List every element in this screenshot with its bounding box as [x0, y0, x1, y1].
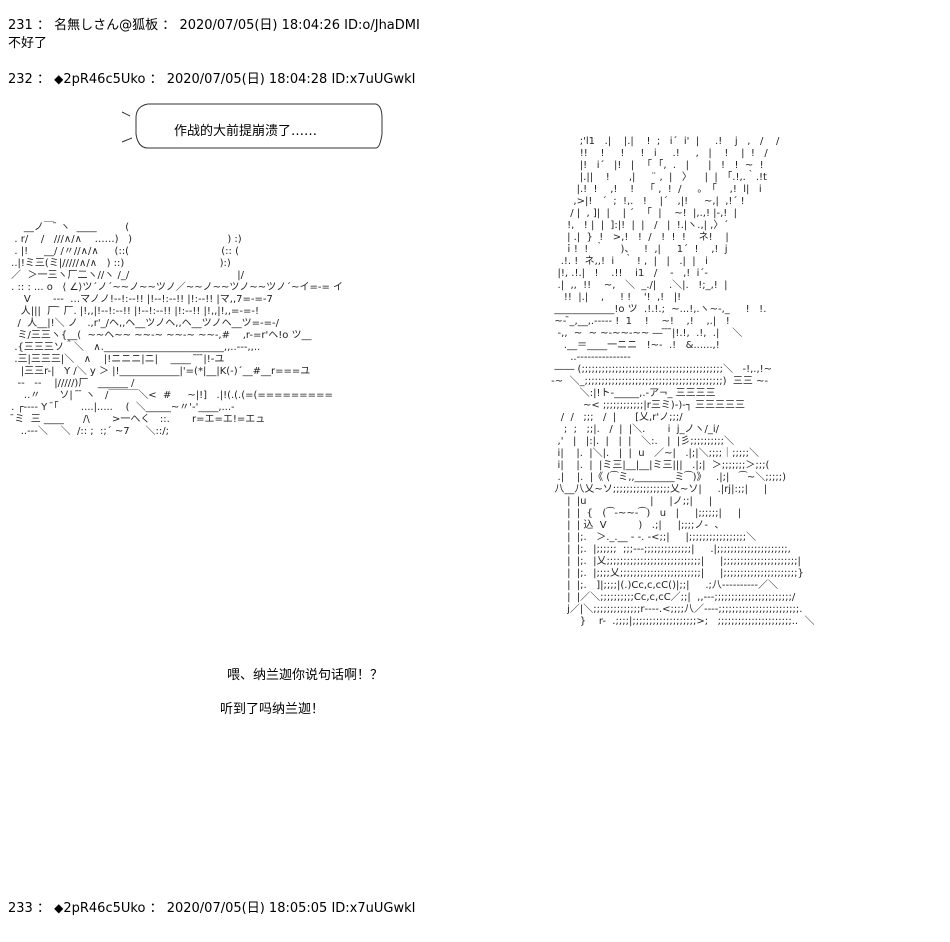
- post-separator: ：: [36, 901, 50, 916]
- poster-trip: 2pR46c5Uko: [63, 901, 146, 916]
- post-separator: ：: [149, 72, 163, 87]
- post-header-231: 231 ： 名無しさん@狐板 ： 2020/07/05(日) 18:04:26 …: [8, 14, 420, 33]
- post-number: 231: [8, 18, 33, 33]
- bubble-text: 作战的大前提崩溃了……: [174, 124, 318, 139]
- ascii-art-left: __ノ￣ ̄ ヽ ____ ( . r/ / ///∧/∧ ……) ) ) :)…: [11, 222, 344, 437]
- post-header-233: 233 ： ◆2pR46c5Uko ： 2020/07/05(日) 18:05:…: [8, 897, 415, 916]
- speech-line-1: 喂、纳兰迦你说句话啊！？: [227, 668, 384, 683]
- post-datetime: 2020/07/05(日) 18:04:28: [166, 72, 328, 87]
- post-id: ID:x7uUGwkI: [331, 72, 416, 87]
- post-number: 232: [8, 72, 33, 87]
- post-separator: ：: [149, 901, 163, 916]
- post-separator: ：: [36, 72, 50, 87]
- poster-name: 名無しさん@狐板: [54, 18, 159, 33]
- post-datetime: 2020/07/05(日) 18:05:05: [166, 901, 328, 916]
- trip-diamond-icon: ◆: [54, 72, 64, 86]
- speech-bubble-outline: [121, 103, 383, 149]
- post-separator: ：: [36, 18, 50, 33]
- post-id: ID:o/JhaDMI: [344, 18, 420, 33]
- post-id: ID:x7uUGwkI: [331, 901, 416, 916]
- post-number: 233: [8, 901, 33, 916]
- post-separator: ：: [162, 18, 176, 33]
- poster-trip: 2pR46c5Uko: [63, 72, 146, 87]
- trip-diamond-icon: ◆: [54, 901, 64, 915]
- ascii-art-right: ;'l1 .| |.| ! ; i´ i' | .! j , / / !! ! …: [551, 136, 815, 627]
- post-datetime: 2020/07/05(日) 18:04:26: [179, 18, 341, 33]
- post-header-232: 232 ： ◆2pR46c5Uko ： 2020/07/05(日) 18:04:…: [8, 68, 415, 87]
- speech-line-2: 听到了吗纳兰迦！: [220, 702, 325, 717]
- post-body-231: 不好了: [8, 36, 48, 51]
- speech-bubble: 作战的大前提崩溃了……: [118, 98, 390, 154]
